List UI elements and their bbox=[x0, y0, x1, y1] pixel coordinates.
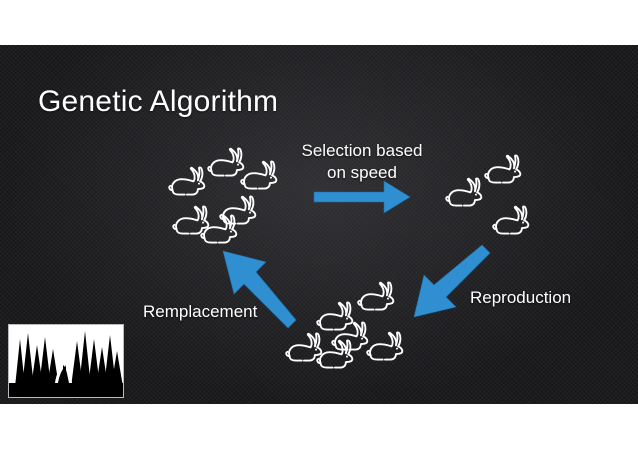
rabbit-icon bbox=[445, 177, 483, 207]
rabbit-icon bbox=[366, 331, 404, 361]
rabbit-icon bbox=[207, 147, 245, 177]
rabbit-icon bbox=[168, 166, 206, 196]
rabbit-icon bbox=[285, 332, 323, 362]
rabbit-icon bbox=[492, 205, 530, 235]
reproduction-label: Reproduction bbox=[470, 288, 572, 307]
selection-label: Selection based on speed bbox=[292, 140, 432, 184]
slide-title: Genetic Algorithm bbox=[38, 85, 279, 118]
diagram-canvas bbox=[168, 147, 530, 369]
replacement-arrow bbox=[222, 250, 297, 329]
replacement-label: Remplacement bbox=[143, 302, 258, 321]
selection-label-line1: Selection based bbox=[301, 141, 423, 160]
rabbit-icon bbox=[357, 281, 395, 311]
wolf-forest-logo bbox=[8, 324, 124, 398]
rabbit-icon bbox=[484, 154, 522, 184]
selection-label-line2: on speed bbox=[327, 163, 397, 182]
reproduction-arrow bbox=[413, 244, 491, 318]
rabbit-icon bbox=[172, 205, 210, 235]
rabbit-icon bbox=[240, 160, 278, 190]
selection-arrow bbox=[313, 180, 411, 214]
rabbit-icon bbox=[316, 301, 354, 331]
rabbit-icon bbox=[200, 214, 238, 244]
slide: Genetic Algorithm Selection based on spe… bbox=[0, 45, 638, 404]
